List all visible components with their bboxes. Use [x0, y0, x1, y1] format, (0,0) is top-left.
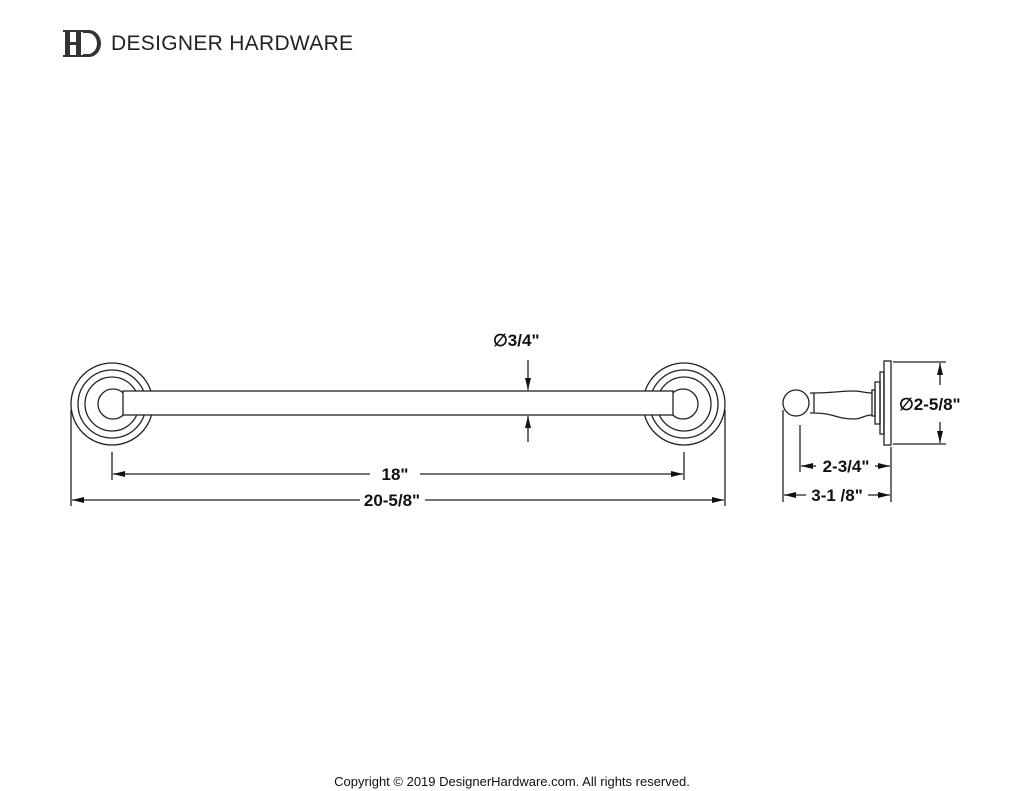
rosette-diameter-label: ∅2-5/8": [899, 395, 961, 414]
towel-bar: [122, 390, 674, 416]
copyright-footer: Copyright © 2019 DesignerHardware.com. A…: [334, 774, 690, 789]
brand-name: DESIGNER HARDWARE: [111, 32, 354, 55]
center-to-center-label: 18": [382, 465, 409, 484]
bar-diameter-label: ∅3/4": [493, 331, 540, 350]
hd-logo-icon: [63, 30, 101, 57]
projection-bar-label: 2-3/4": [823, 457, 870, 476]
side-view: [782, 360, 892, 446]
brand-header: DESIGNER HARDWARE: [63, 27, 353, 61]
overall-length-label: 20-5/8": [364, 491, 420, 510]
projection-overall-label: 3-1 /8": [811, 486, 863, 505]
